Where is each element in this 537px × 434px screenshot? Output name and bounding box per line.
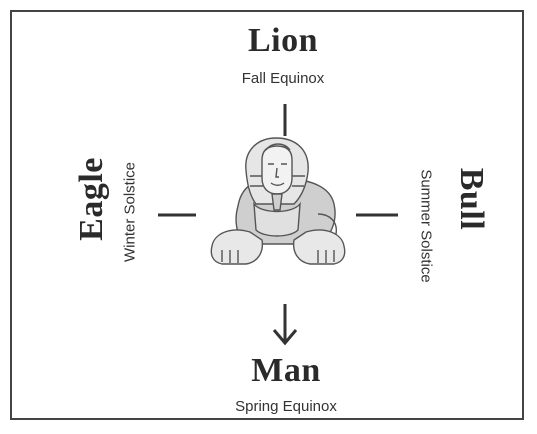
sphinx-icon xyxy=(211,138,344,264)
arrow-down-icon xyxy=(274,304,296,343)
